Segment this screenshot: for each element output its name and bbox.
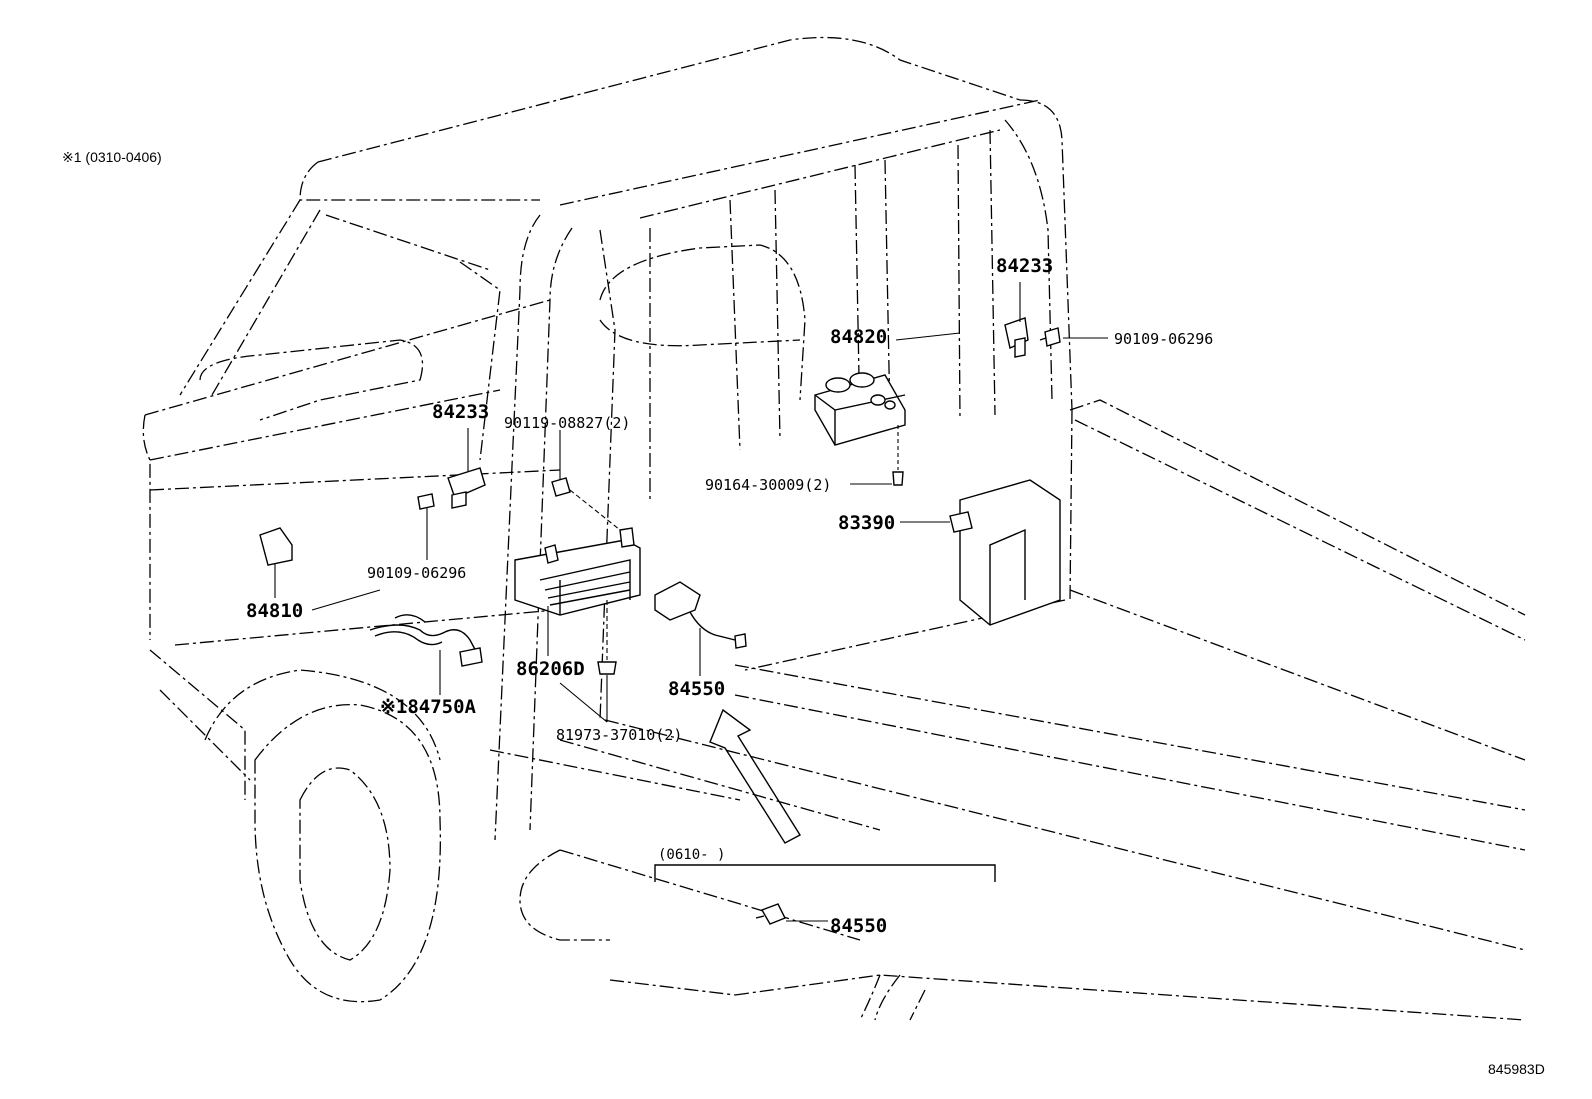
bolt-90109-left [417,493,435,510]
harness-84750a [369,614,483,667]
label-84750a: ※184750A [380,696,477,718]
relay-84233-left [447,467,486,509]
inset-bracket [654,864,996,882]
label-86206d: 86206D [516,658,585,680]
label-81973-37010: 81973-37010(2) [556,726,682,744]
bolt-90109-right [1039,327,1061,347]
switch-assembly-84820 [814,372,906,446]
label-84550-upper: 84550 [668,678,725,700]
switch-84810 [259,527,293,566]
sensor-84550-inset [755,903,786,925]
leader-lines [274,282,1108,922]
label-90109-06296-left: 90109-06296 [367,564,466,582]
relay-84233-right [1004,317,1029,358]
ecu-86206d [514,527,641,616]
label-84233-left: 84233 [432,401,489,423]
label-90119-08827: 90119-08827(2) [504,414,630,432]
inset-pointer-arrow [709,708,801,844]
diagram-reference-code: 845983D [1488,1061,1545,1077]
vehicle-body-outline [142,36,1526,1021]
sensor-84550-upper [654,581,747,649]
label-90164-30009: 90164-30009(2) [705,476,831,494]
label-84550-inset: 84550 [830,915,887,937]
clip-81973 [597,600,617,675]
bolt-90119 [551,477,621,531]
label-inset-range: (0610- ) [658,847,725,863]
label-84820: 84820 [830,326,887,348]
applicability-note: ※1 (0310-0406) [62,149,162,165]
label-84810: 84810 [246,600,303,622]
screw-90164 [892,425,904,486]
label-84233-right: 84233 [996,255,1053,277]
label-90109-06296-right: 90109-06296 [1114,330,1213,348]
label-83390: 83390 [838,512,895,534]
sensor-83390 [949,479,1061,626]
